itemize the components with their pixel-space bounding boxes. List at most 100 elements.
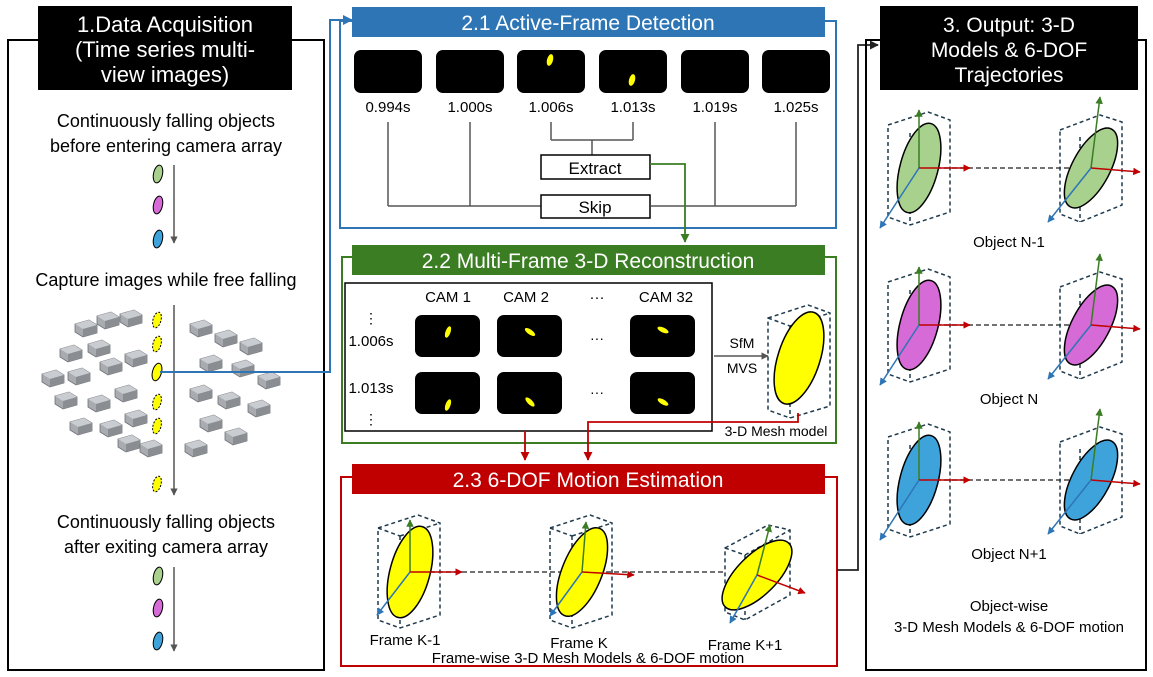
capture-text: Capture images while free falling [35,270,296,290]
frame-thumbnail [354,50,422,93]
falling-objects-before [152,164,178,249]
camera-view [630,315,695,357]
panel-title-line-3: Trajectories [955,64,1064,87]
yellow-object-icon [152,393,162,411]
frame-thumbnails [354,50,830,93]
frame-k-minus-1-model [376,514,463,629]
green-object-icon [152,566,164,586]
mesh-model [767,304,831,419]
frame-label: Frame K [550,635,608,652]
panel-title-line-3: view images) [101,62,229,87]
panel-data-acquisition: 1.Data Acquisition (Time series multi- v… [7,6,325,671]
cam-label: CAM 32 [639,289,693,306]
yellow-ellipsoid [773,311,825,405]
green-object-icon [152,164,164,184]
skip-label: Skip [578,198,611,217]
camera-view [497,315,562,357]
camera-view [497,372,562,414]
hdots: ··· [590,330,604,346]
panel-title-box [352,245,825,275]
vdots: ⋮ [364,310,378,326]
yellow-object-icon [152,335,162,353]
frame-thumbnail [762,50,830,93]
pink-object-icon [152,598,164,618]
yellow-object-icon [152,475,162,493]
object-in-frame [628,74,636,86]
object-label: Object N+1 [971,546,1046,563]
panel-title-line-1: 3. Output: 3-D [943,14,1075,37]
frame-thumbnail [436,50,504,93]
extract-label: Extract [569,159,622,178]
connector-acquisition-to-detection [160,15,353,373]
panel-title: 2.2 Multi-Frame 3-D Reconstruction [422,250,755,273]
object-label: Object N-1 [973,234,1045,251]
frame-thumbnail [681,50,749,93]
panel-output: 3. Output: 3-D Models & 6-DOF Trajectori… [865,6,1147,671]
blue-object-icon [152,229,164,249]
hdots: ··· [590,384,604,400]
object-in-view [525,397,535,407]
cam-label: ··· [590,289,605,306]
object-n-minus-1-trajectory [879,96,1141,229]
panel-multi-frame-reconstruction: 2.2 Multi-Frame 3-D Reconstruction CAM 1… [341,245,837,444]
camera-grid-frame [344,282,713,432]
object-label: Object N [980,391,1038,408]
panel-title: 2.3 6-DOF Motion Estimation [453,469,724,492]
mvs-label: MVS [727,360,757,376]
row-label: 1.013s [348,380,393,397]
after-text-line-1: Continuously falling objects [57,512,275,532]
before-text-line-2: before entering camera array [50,136,282,156]
frame-thumbnail [517,50,585,93]
before-text-line-1: Continuously falling objects [57,111,275,131]
cam-label: CAM 2 [503,289,549,306]
time-label: 1.025s [773,99,818,116]
yellow-object-icon [151,362,163,382]
time-label: 1.006s [528,99,573,116]
object-n-plus-1-trajectory [879,408,1141,541]
panel-motion-estimation: 2.3 6-DOF Motion Estimation [340,464,838,667]
extract-box [540,154,651,180]
camera-view [415,372,480,414]
panel-border [7,39,325,671]
panel-title-line-1: 1.Data Acquisition [77,12,253,37]
mesh-label: 3-D Mesh model [725,423,828,439]
time-label: 1.013s [610,99,655,116]
frame-label: Frame K+1 [708,637,783,654]
panel-title-line-2: (Time series multi- [75,37,255,62]
time-label: 0.994s [365,99,410,116]
time-label: 1.000s [447,99,492,116]
object-in-frame [546,54,554,66]
time-label: 1.019s [692,99,737,116]
object-in-view [657,398,669,406]
connector-extract-to-reconstruction [650,163,690,243]
frame-label: Frame K-1 [370,632,441,649]
object-in-view [444,399,452,411]
panel-title-box [352,464,825,494]
row-label: 1.006s [348,333,393,350]
after-text-line-2: after exiting camera array [64,537,268,557]
panel-caption: Frame-wise 3-D Mesh Models & 6-DOF motio… [432,650,745,667]
panel-title: 2.1 Active-Frame Detection [461,12,714,35]
camera-view [630,372,695,414]
frame-k-plus-1-model [721,524,806,624]
object-in-view [444,326,452,338]
tree-lines [387,122,797,207]
skip-box [540,194,651,219]
vdots: ⋮ [364,411,378,427]
connector-mesh-to-motion [583,413,799,461]
yellow-object-icon [152,417,162,435]
yellow-object-icon [152,311,162,329]
sfm-label: SfM [730,335,755,351]
panel-title-box [38,6,292,90]
panel-caption-line-1: Object-wise [970,598,1048,615]
pink-object-icon [152,195,164,215]
connector-motion-to-output [837,40,879,571]
object-in-view [657,326,669,334]
object-in-view [524,327,536,337]
panel-caption-line-2: 3-D Mesh Models & 6-DOF motion [894,619,1124,636]
camera-array-illustration [41,305,281,496]
panel-title-box [352,7,825,37]
frame-thumbnail [599,50,667,93]
panel-title-box [880,6,1138,90]
